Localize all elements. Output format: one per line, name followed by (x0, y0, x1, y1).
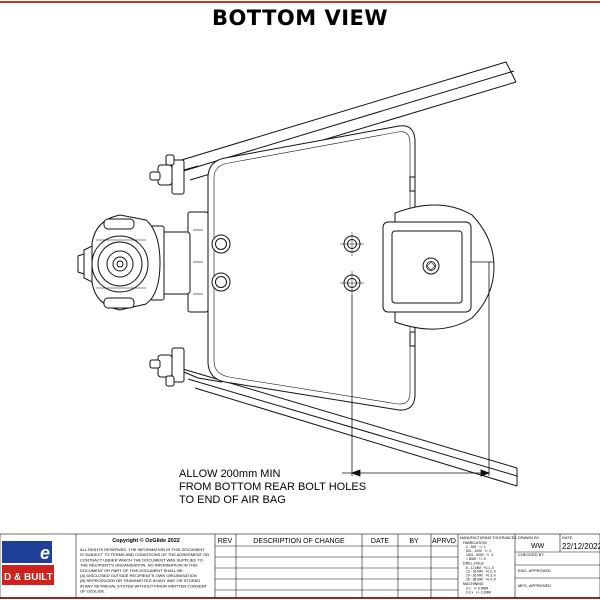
legal-line: IS SUBJECT TO TERMS AND CONDITIONS OF TH… (80, 552, 209, 557)
note-line-3: TO END OF AIR BAG (179, 494, 286, 506)
tolerance-heading: DRILL HOLE (463, 562, 484, 566)
description-header: DESCRIPTION OF CHANGE (253, 538, 345, 545)
tolerance-row: 26 - 38 MM : +0.4,-0 (466, 578, 496, 582)
logo-text-bottom: D & BUILT (4, 572, 53, 583)
legal-line: IN ANY RETRIEVAL SYSTEM WITHOUT PRIOR WR… (80, 583, 208, 588)
drawn-by-label: DRAWN BY (518, 535, 540, 540)
legal-notice: ALL RIGHTS RESERVED. THE INFORMATION IN … (80, 547, 209, 594)
legal-line: (B) REPRODUCED OR TRANSMITTED IN ANY WAY… (80, 578, 200, 583)
legal-line: (A) DISCLOSED OUTSIDE RECIPIENT'S OWN OR… (80, 573, 197, 578)
tolerance-row: 13 - 18 MM : +0.2,-0 (466, 570, 496, 574)
copyright-text: Copyright © OzGlide 2022 (112, 537, 180, 544)
coupling-assembly (77, 214, 191, 311)
bottom-jack-handle (149, 347, 223, 387)
rear-bolt-holes (340, 232, 364, 295)
tolerance-title: MANUFACTURING TOLERANCES (460, 536, 517, 540)
tolerance-row: 1001 - 5000 : +/- 3 (466, 553, 493, 557)
tolerance-row: 0.0 x : +/- 0.1MM (466, 590, 491, 594)
dimension-200mm (342, 262, 491, 477)
tolerance-row: 0.x : +/- 0.5MM (466, 586, 488, 590)
mfg-approved-label: MFG. APPROVED (518, 583, 551, 588)
front-bolt-holes (187, 211, 231, 313)
note-line-1: ALLOW 200mm MIN (179, 468, 281, 480)
tolerance-row: 0 - 500 : +/- 1 (466, 545, 486, 549)
dimension-note: ALLOW 200mm MIN FROM BOTTOM REAR BOLT HO… (179, 468, 366, 507)
title-block-grid (0, 533, 600, 599)
legal-line: THE RECIPIENT'S ORGANISATION. NO INFORMA… (80, 563, 198, 568)
legal-line: DOCUMENT OR PART OF THIS DOCUMENT SHALL … (80, 568, 184, 573)
tolerance-row: 19 - 26 MM : +0.3,-0 (466, 574, 496, 578)
drawn-by-value: WW (531, 543, 545, 550)
by-header: BY (409, 538, 419, 545)
air-bag-mount (382, 204, 495, 330)
note-line-2: FROM BOTTOM REAR BOLT HOLES (179, 481, 367, 493)
approved-header: APRVD (432, 538, 456, 545)
ozglide-logo: e D & BUILT (2, 541, 54, 585)
rev-header: REV (218, 538, 233, 545)
top-jack-handle (149, 154, 199, 195)
date-label: DATE (562, 535, 573, 540)
view-title: BOTTOM VIEW (211, 6, 389, 30)
tolerance-heading: MACHINING (463, 582, 484, 586)
logo-text-top: e (40, 543, 50, 563)
legal-line: CONTRACT UNDER WHICH THE DOCUMENT WAS SU… (80, 557, 203, 562)
checked-by-label: CHECKED BY (518, 552, 544, 557)
frame-rails (174, 61, 518, 487)
legal-line: OF OZGLIDE. (80, 589, 105, 594)
legal-line: ALL RIGHTS RESERVED. THE INFORMATION IN … (80, 547, 205, 552)
date-header: DATE (371, 538, 389, 545)
tolerance-row: 501 - 1000 : +/- 2 (466, 549, 491, 553)
tolerance-heading: FABRICATION (463, 541, 487, 545)
mounting-plate (207, 125, 416, 411)
date-value: 22/12/2022 (562, 542, 600, 551)
tolerance-row: > 5000 : +/- 5 (466, 557, 486, 561)
tolerance-row: 6 - 12 MM : +0.1,-0 (466, 566, 494, 570)
eng-approved-label: ENG. APPROVED (518, 568, 551, 573)
